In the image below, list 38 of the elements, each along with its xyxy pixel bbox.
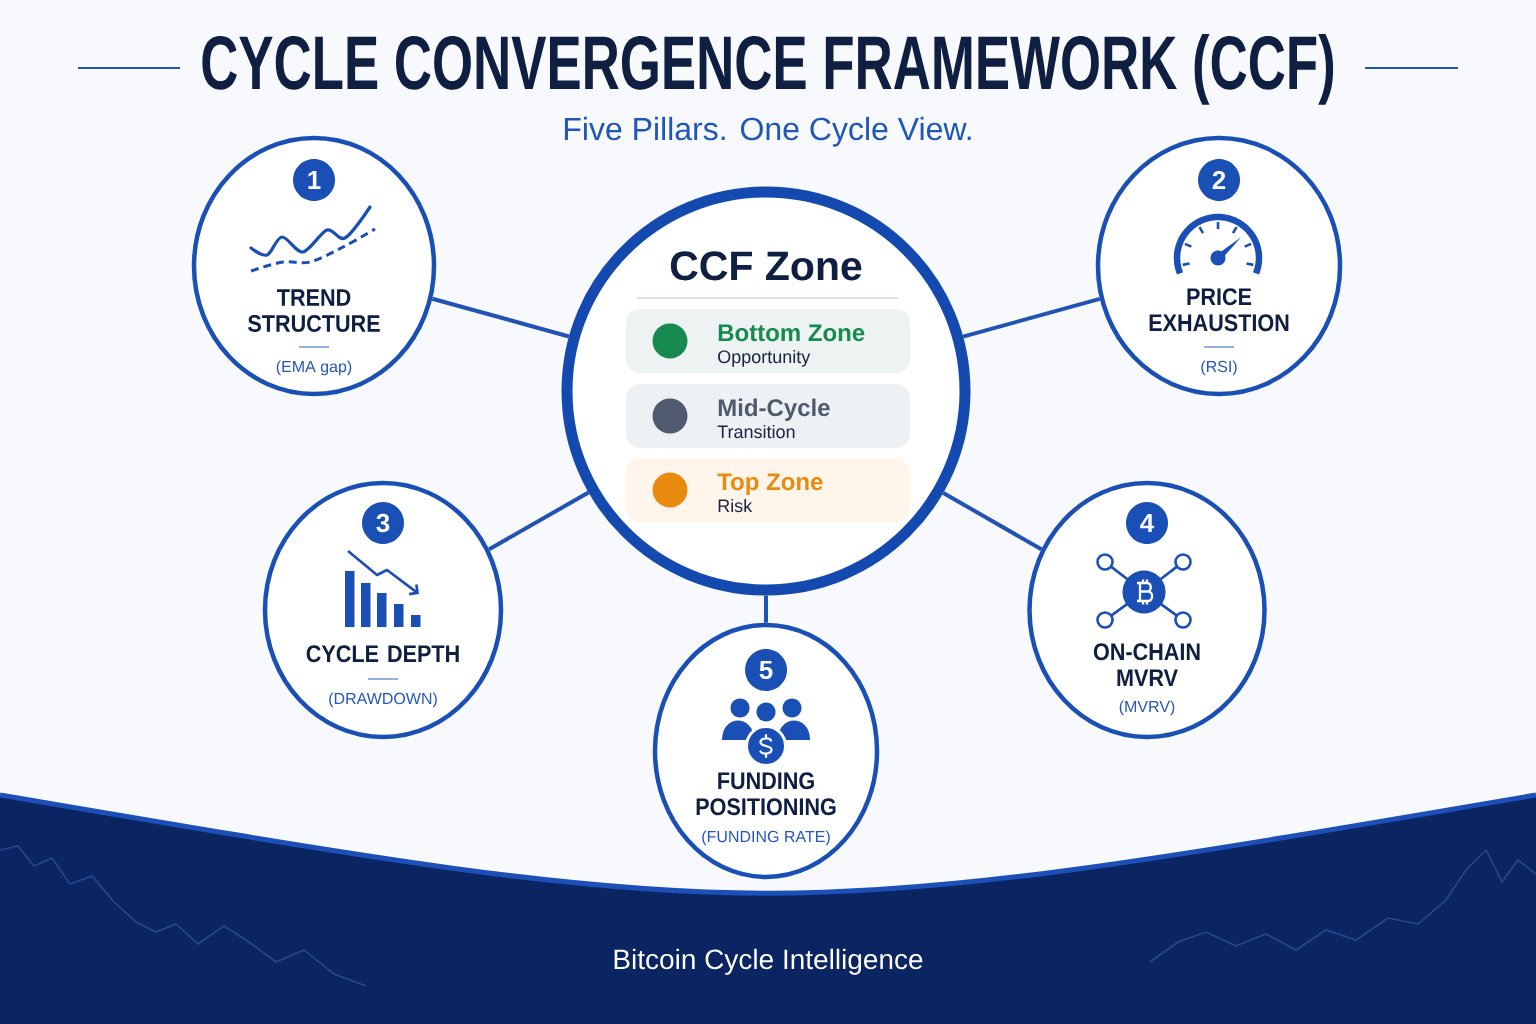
number-badge: 1 [293,159,335,201]
hub-title: CCF Zone [670,251,862,281]
pillar-circle [1027,480,1267,740]
title: CYCLE CONVERGENCE FRAMEWORK (CCF) [202,33,1334,105]
pillar-subtitle: (DRAWDOWN) [329,692,437,708]
zone-description: Transition [717,424,795,439]
tagline: Bitcoin Cycle Intelligence [614,948,923,975]
pillar-subtitle: (FUNDING RATE) [702,830,830,846]
number-badge: 5 [745,649,787,691]
pillar-circle [652,622,880,880]
pillar-circle [191,135,437,397]
connector-line [942,491,1043,551]
pillar-subtitle: (RSI) [1201,360,1237,376]
pillar-title: ON-CHAIN MVRV [1093,643,1200,686]
zone-description: Opportunity [718,349,811,367]
connector-line [962,296,1101,339]
pillar-circle [262,480,504,740]
subtitle: Five Pillars. One Cycle View. [564,116,971,147]
number-badge: 2 [1198,159,1240,201]
pillar-subtitle: (EMA gap) [276,360,352,376]
pillar-title: PRICE EXHAUSTION [1149,288,1289,332]
connector-line [764,595,768,623]
zone-description: Risk [718,498,753,513]
connector-line [488,490,590,552]
zone-title: Bottom Zone [718,324,865,342]
zone-title: Top Zone [717,473,823,495]
number-badge: 4 [1126,502,1168,544]
zone-title: Mid-Cycle [718,398,830,421]
connector-line [431,296,570,339]
zone-card [626,384,910,448]
pillar-title: FUNDING POSITIONING [696,772,836,816]
pillar-circle [1095,135,1343,397]
pillar-title: TREND STRUCTURE [248,289,380,332]
number-badge: 3 [362,502,404,544]
zone-card [626,309,910,373]
zone-card [626,458,910,522]
pillar-subtitle: (MVRV) [1119,700,1175,716]
pillar-title: CYCLE DEPTH [306,645,459,663]
